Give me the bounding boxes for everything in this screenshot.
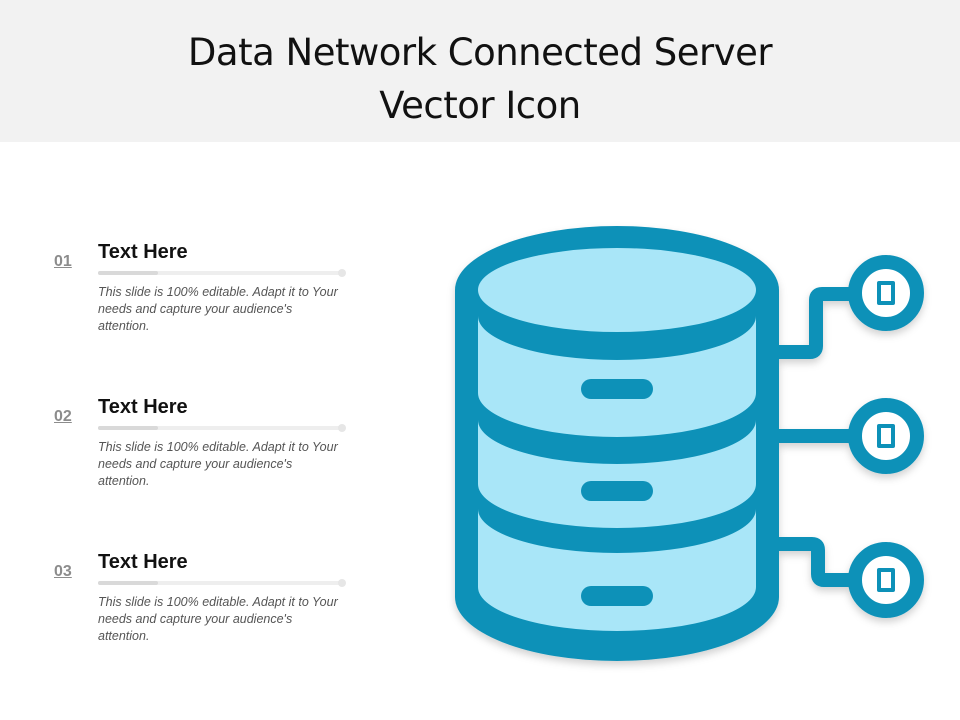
title-band (0, 0, 960, 142)
cylinder-top (478, 248, 756, 332)
item-divider (98, 269, 346, 277)
network-node-icon (848, 398, 924, 474)
item-number: 01 (54, 253, 72, 270)
network-node-icon (848, 255, 924, 331)
slide-title-line-1: Data Network Connected Server (187, 31, 773, 74)
item-heading: Text Here (98, 241, 188, 263)
drive-slot (581, 379, 653, 399)
connector-line (779, 537, 852, 587)
item-body: This slide is 100% editable. Adapt it to… (98, 440, 338, 488)
server-drawing (455, 226, 924, 661)
list-item: 01 Text Here This slide is 100% editable… (54, 241, 354, 363)
item-heading: Text Here (98, 396, 188, 418)
item-heading: Text Here (98, 551, 188, 573)
item-body: This slide is 100% editable. Adapt it to… (98, 285, 338, 333)
item-divider (98, 579, 346, 587)
drive-slot (581, 586, 653, 606)
item-number: 02 (54, 408, 72, 425)
connector-line (779, 287, 852, 359)
slide-title: Data Network Connected Server Vector Ico… (0, 26, 960, 132)
item-number: 03 (54, 563, 72, 580)
item-body: This slide is 100% editable. Adapt it to… (98, 595, 338, 643)
cylinder-panel (478, 509, 756, 631)
list-item: 03 Text Here This slide is 100% editable… (54, 551, 354, 673)
slide-title-line-2: Vector Icon (379, 84, 581, 127)
item-divider (98, 424, 346, 432)
cylinder-panel (478, 316, 756, 437)
network-node-icon (848, 542, 924, 618)
list-item: 02 Text Here This slide is 100% editable… (54, 396, 354, 518)
drive-slot (581, 481, 653, 501)
cylinder-panel (478, 420, 756, 528)
